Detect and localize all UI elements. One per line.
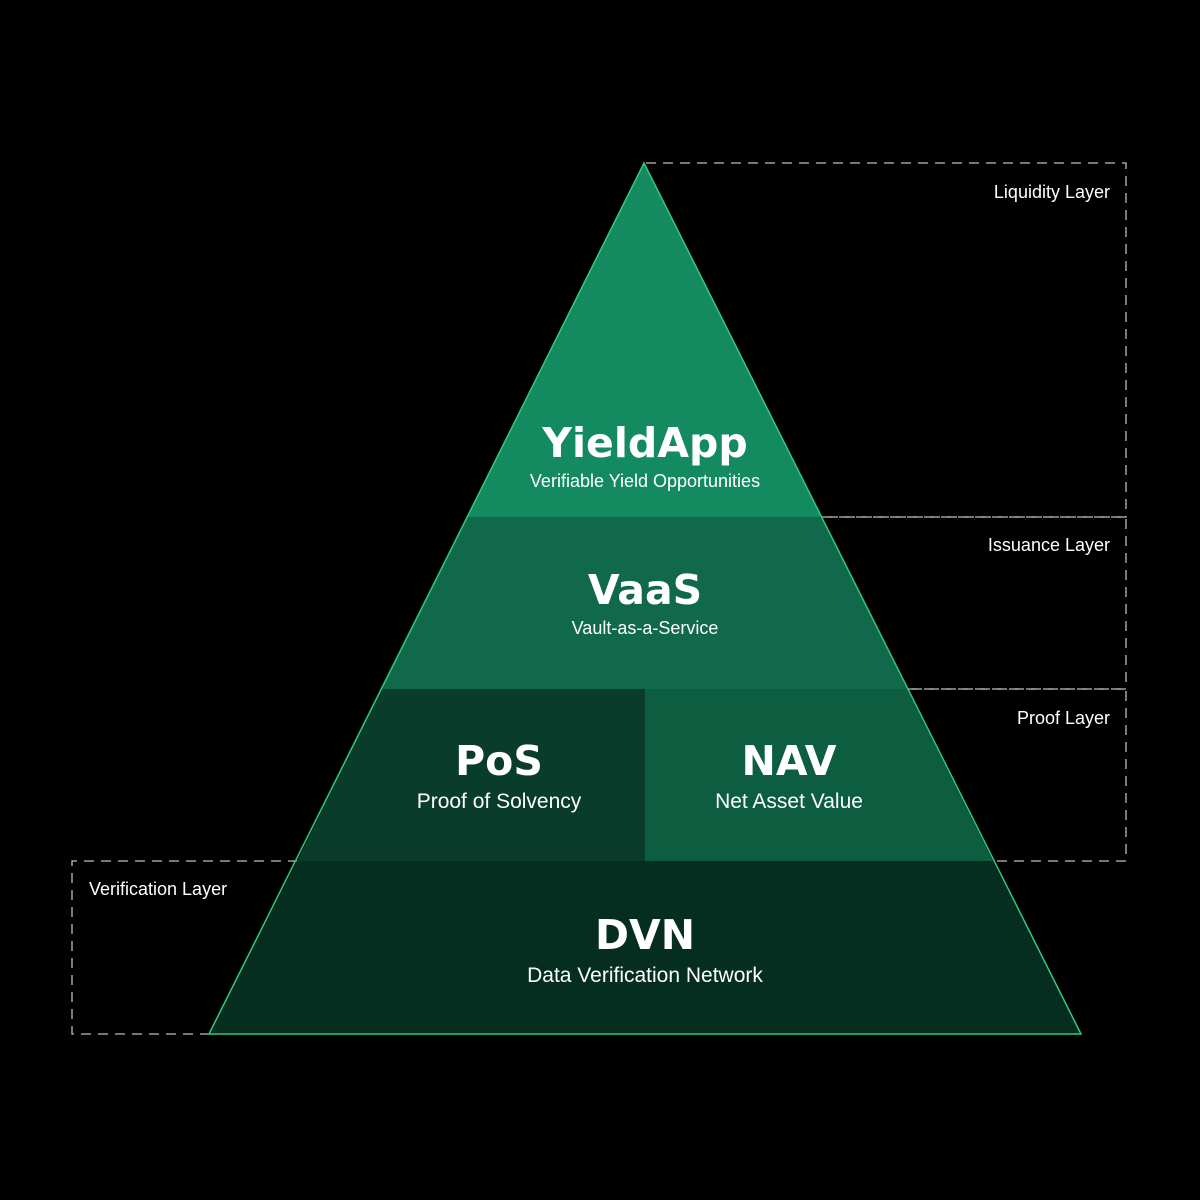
pos-title: PoS [455,737,543,785]
liquidity-layer-bracket [646,162,1127,518]
yieldapp-title: YieldApp [541,419,747,467]
pos-subtitle: Proof of Solvency [417,790,582,813]
layer-brackets [71,162,1127,1035]
verification-layer-bracket [71,860,298,1035]
dvn-title: DVN [595,911,695,959]
issuance-layer-label: Issuance Layer [988,535,1110,555]
proof-layer-bracket [907,688,1127,862]
nav-tier [645,689,993,861]
vaas-subtitle: Vault-as-a-Service [572,618,719,638]
pos-tier [297,689,645,861]
liquidity-layer-label: Liquidity Layer [994,182,1110,202]
nav-subtitle: Net Asset Value [715,790,863,813]
proof-layer-label: Proof Layer [1017,708,1110,728]
yieldapp-subtitle: Verifiable Yield Opportunities [530,471,760,491]
nav-title: NAV [742,737,837,785]
dvn-subtitle: Data Verification Network [527,964,763,987]
verification-layer-label: Verification Layer [89,879,227,899]
vaas-tier [381,517,907,689]
yieldapp-tier [467,163,822,517]
dvn-tier [209,861,1081,1034]
pyramid-outline [207,161,1083,1035]
vaas-title: VaaS [588,566,702,614]
